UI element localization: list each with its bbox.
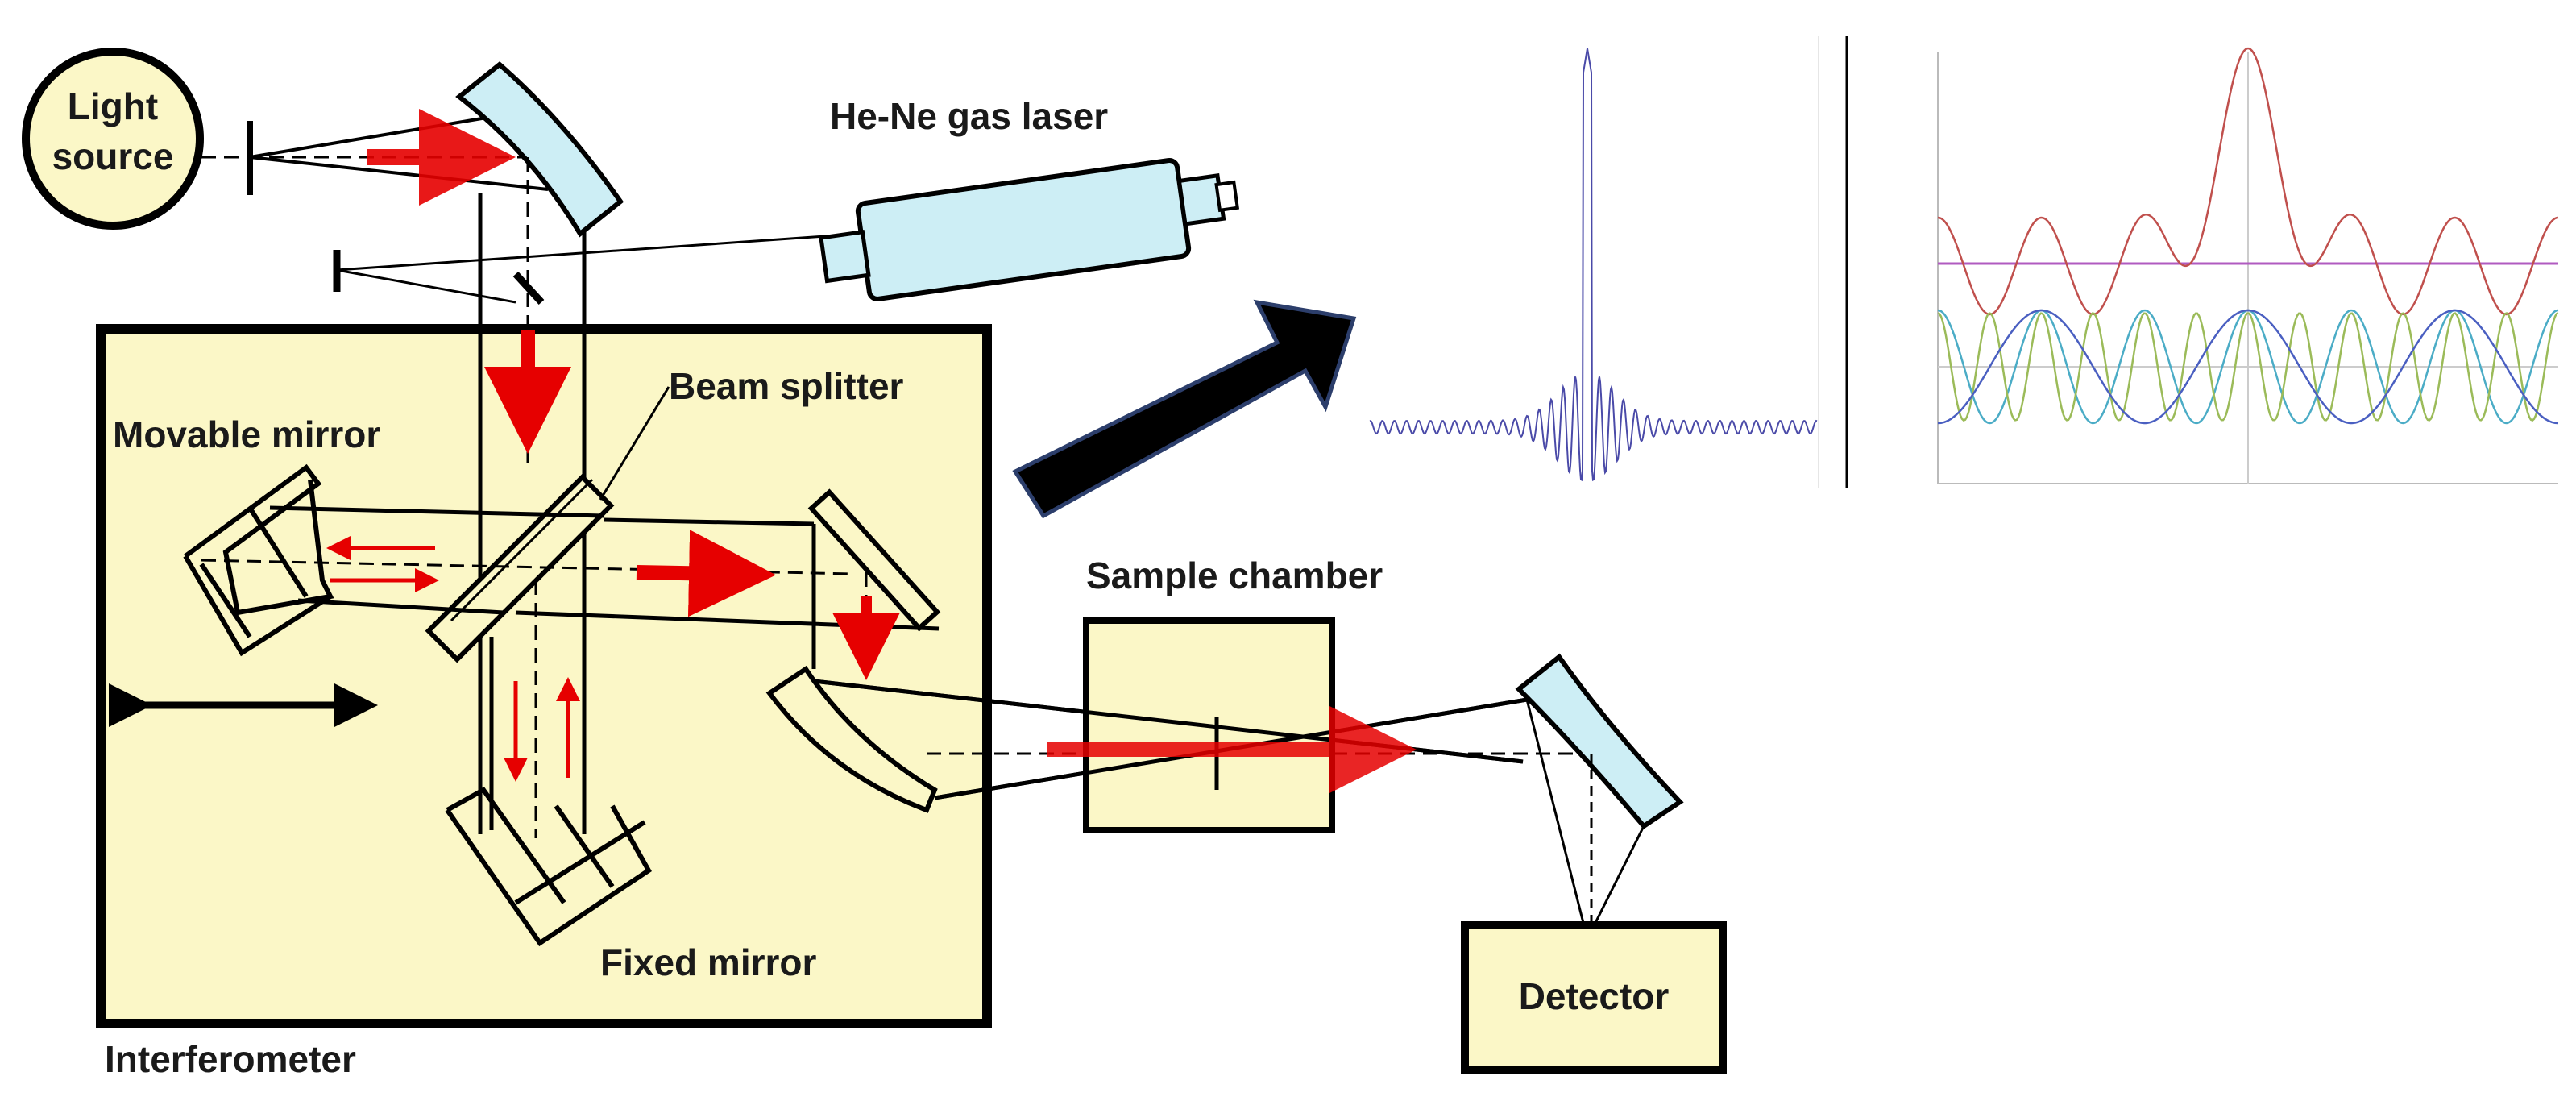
interferogram-trace [1369, 48, 1818, 482]
light-source-label-line2: source [52, 135, 174, 177]
detector-label: Detector [1519, 975, 1670, 1017]
light-source: Light source [22, 48, 204, 230]
sample-chamber-label: Sample chamber [1086, 555, 1383, 596]
sample-chamber [1083, 617, 1335, 833]
fixed-mirror [445, 787, 652, 947]
cosine-plot [1934, 47, 2562, 488]
focusing-mirror [765, 665, 938, 813]
fixed-mirror-label: Fixed mirror [600, 941, 817, 983]
cosine-blue-trace [1937, 309, 2559, 425]
detector [1461, 921, 1727, 1074]
collimating-mirror [455, 61, 624, 238]
he-ne-laser [819, 158, 1240, 301]
flat-mirror [807, 488, 941, 632]
beam-splitter [425, 473, 615, 663]
movable-mirror-label: Movable mirror [113, 413, 380, 455]
movable-mirror [183, 463, 334, 657]
detector-mirror [1515, 653, 1684, 829]
big-black-arrow-icon [1012, 299, 1357, 519]
cosine-teal-trace [1937, 312, 2559, 422]
interferometer-label: Interferometer [105, 1038, 356, 1080]
light-source-label-line1: Light [68, 85, 158, 127]
cosine-red-trace [1937, 47, 2559, 316]
beam-arrow [636, 530, 776, 617]
interferogram-plot [1362, 16, 1848, 488]
beam-splitter-label: Beam splitter [669, 365, 904, 407]
he-ne-laser-label: He-Ne gas laser [830, 95, 1108, 137]
